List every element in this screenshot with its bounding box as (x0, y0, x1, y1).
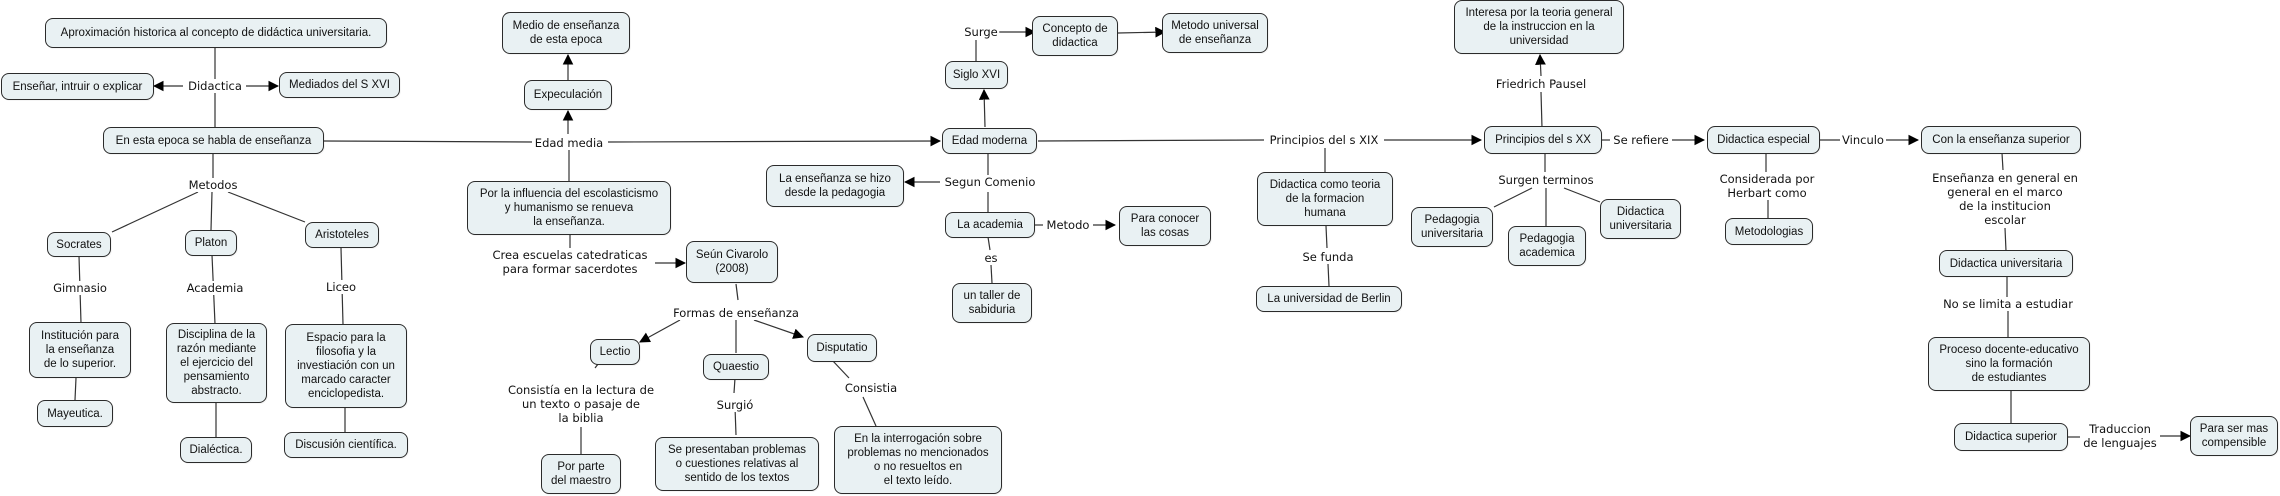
node-maestro[interactable]: Por parte del maestro (541, 454, 621, 494)
node-influencia[interactable]: Por la influencia del escolasticismo y h… (467, 181, 671, 235)
connector (74, 377, 77, 401)
link-liceo: Liceo (324, 280, 358, 294)
connector (1535, 53, 1546, 77)
connector (733, 377, 736, 394)
node-quaestio[interactable]: Quaestio (703, 354, 769, 380)
link-considerada: Considerada por Herbart como (1718, 172, 1816, 200)
connector (1117, 26, 1167, 38)
connector (111, 191, 199, 233)
node-aristoteles[interactable]: Aristoteles (305, 222, 379, 248)
link-crea: Crea escuelas catedraticas para formar s… (491, 248, 649, 276)
link-edad-media: Edad media (533, 136, 605, 150)
connector (227, 191, 306, 223)
link-consistia-lectura: Consistía en la lectura de un texto o pa… (506, 383, 656, 425)
node-ped-univ[interactable]: Pedagogia universitaria (1411, 207, 1493, 247)
link-academia: Academia (185, 281, 245, 295)
link-es: es (983, 251, 999, 265)
node-interesa[interactable]: Interesa por la teoria general de la ins… (1454, 0, 1624, 54)
node-epoca[interactable]: En esta epoca se habla de enseñanza (103, 127, 324, 154)
connector (1493, 187, 1533, 208)
connector (1540, 91, 1543, 129)
link-se-funda: Se funda (1301, 250, 1355, 264)
connector (831, 359, 850, 379)
node-s20[interactable]: Principios del s XX (1484, 126, 1602, 154)
connector (1563, 187, 1601, 203)
link-metodos: Metodos (187, 178, 239, 192)
link-friedrich: Friedrich Pausel (1494, 77, 1588, 91)
node-discusion[interactable]: Discusión científica. (284, 432, 408, 458)
connector (1327, 263, 1330, 287)
node-medio[interactable]: Medio de enseñanza de esta epoca (502, 12, 630, 54)
node-platon[interactable]: Platon (185, 230, 237, 256)
link-formas: Formas de enseñanza (672, 306, 800, 320)
node-problemas[interactable]: Se presentaban problemas o cuestiones re… (655, 437, 819, 491)
connector (978, 88, 990, 128)
connector (987, 236, 991, 251)
link-traduccion: Traduccion de lenguajes (2082, 422, 2158, 450)
node-institucion[interactable]: Institución para la enseñanza de lo supe… (29, 322, 131, 378)
link-consistia: Consistia (843, 381, 899, 395)
node-interrogacion[interactable]: En la interrogación sobre problemas no m… (834, 426, 1002, 494)
link-principios-19: Principios del s XIX (1268, 133, 1380, 147)
link-segun-comenio: Segun Comenio (943, 175, 1037, 189)
node-disputatio[interactable]: Disputatio (807, 334, 877, 362)
node-expeculacion[interactable]: Expeculación (524, 80, 612, 110)
node-proceso[interactable]: Proceso docente-educativo sino la formac… (1928, 337, 2090, 391)
connector (1037, 139, 1265, 142)
connector (2004, 227, 2007, 252)
connector (607, 135, 942, 147)
node-especial[interactable]: Didactica especial (1707, 126, 1820, 154)
link-se-refiere: Se refiere (1612, 133, 1670, 147)
node-conocer[interactable]: Para conocer las cosas (1119, 206, 1211, 246)
node-siglo16[interactable]: Siglo XVI (945, 61, 1008, 89)
node-ped-acad[interactable]: Pedagogia academica (1508, 226, 1586, 266)
node-lectio[interactable]: Lectio (590, 339, 640, 365)
node-did-univ-b[interactable]: Didactica universitaria (1939, 250, 2073, 277)
node-civarolo[interactable]: Seún Civarolo (2008) (686, 241, 778, 283)
node-ens-superior[interactable]: Con la enseñanza superior (1921, 126, 2081, 154)
node-compensible[interactable]: Para ser mas compensible (2190, 416, 2278, 456)
node-dialectica[interactable]: Dialéctica. (180, 437, 252, 463)
node-academia[interactable]: La academia (945, 212, 1035, 238)
node-metodo-universal[interactable]: Metodo universal de enseñanza (1162, 13, 1268, 53)
connector (735, 283, 739, 301)
connector (990, 264, 993, 284)
node-taller[interactable]: un taller de sabiduria (952, 283, 1032, 323)
node-mayeutica[interactable]: Mayeutica. (37, 400, 113, 427)
link-surgen-terminos: Surgen terminos (1497, 173, 1595, 187)
connector (862, 396, 877, 427)
link-surge: Surge (963, 25, 999, 39)
link-no-limita: No se limita a estudiar (1942, 297, 2074, 311)
connector (323, 140, 533, 143)
node-espacio[interactable]: Espacio para la filosofia y la investiac… (285, 324, 407, 408)
node-concepto[interactable]: Concepto de didactica (1032, 16, 1118, 56)
node-socrates[interactable]: Socrates (47, 232, 111, 257)
node-berlin[interactable]: La universidad de Berlin (1256, 286, 1402, 312)
link-surgio: Surgió (715, 398, 755, 412)
node-did-superior[interactable]: Didactica superior (1954, 423, 2068, 451)
link-vinculo: Vinculo (1841, 133, 1885, 147)
node-disciplina[interactable]: Disciplina de la razón mediante el ejerc… (166, 323, 267, 403)
connector (639, 319, 681, 343)
node-metodologias[interactable]: Metodologias (1725, 218, 1813, 245)
link-ens-general: Enseñanza en general en general en el ma… (1931, 171, 2079, 227)
node-mediados[interactable]: Mediados del S XVI (279, 72, 400, 98)
node-teoria-formacion[interactable]: Didactica como teoria de la formacion hu… (1257, 172, 1393, 226)
connector (1325, 225, 1328, 249)
node-did-univ-a[interactable]: Didactica universitaria (1600, 199, 1681, 239)
link-gimnasio: Gimnasio (52, 281, 108, 295)
connector (210, 191, 213, 231)
connector (753, 319, 805, 339)
node-pedagogia-hizo[interactable]: La enseñanza se hizo desde la pedagogia (766, 165, 904, 207)
node-ensenar[interactable]: Enseñar, intruir o explicar (1, 73, 154, 100)
link-didactica: Didactica (187, 79, 243, 93)
node-root[interactable]: Aproximación historica al concepto de di… (45, 18, 387, 48)
node-moderna[interactable]: Edad moderna (942, 128, 1037, 154)
link-metodo: Metodo (1045, 218, 1091, 232)
connector (2001, 152, 2004, 171)
